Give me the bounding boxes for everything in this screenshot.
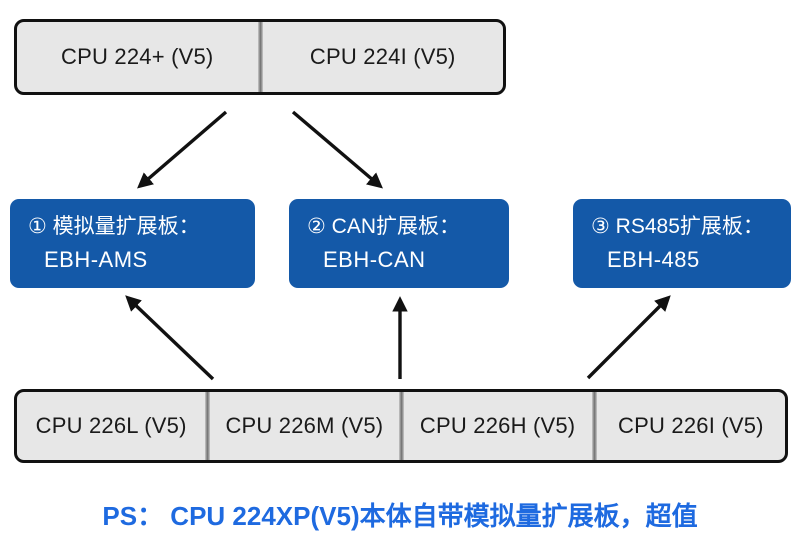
cell-divider [205,392,211,460]
arrow-cpu226-to-board1-icon [125,295,215,381]
arrow-cpu224-to-board2-icon [291,110,383,189]
cpu-cell-224i: CPU 224I (V5) [309,44,456,69]
cpu-cell-226i: CPU 226I (V5) [618,413,764,438]
board-ebh-ams: ① 模拟量扩展板： EBH-AMS [10,199,255,288]
cpu-cell-226h: CPU 226H (V5) [419,413,576,438]
board-ebh-can: ② CAN扩展板： EBH-CAN [289,199,509,288]
board-title: ③ RS485扩展板： [591,215,764,238]
board-ebh-485: ③ RS485扩展板： EBH-485 [573,199,791,288]
cell-divider [257,22,263,92]
board-model: EBH-CAN [323,247,426,272]
cpu-cell-226l: CPU 226L (V5) [35,413,187,438]
board-title: ② CAN扩展板： [307,215,460,238]
cell-divider [398,392,404,460]
cpu-224-group-box: CPU 224+ (V5) CPU 224I (V5) [14,19,506,95]
ps-note: PS： CPU 224XP(V5)本体自带模拟量扩展板，超值 [102,501,698,531]
cpu-226-group-box: CPU 226L (V5) CPU 226M (V5) CPU 226H (V5… [14,389,788,463]
cpu-cell-226m: CPU 226M (V5) [225,413,384,438]
arrow-cpu224-to-board1-icon [137,110,228,189]
board-title: ① 模拟量扩展板： [28,215,200,238]
cpu-cell-224plus: CPU 224+ (V5) [61,44,214,69]
board-model: EBH-485 [607,247,700,272]
cell-divider [591,392,597,460]
board-model: EBH-AMS [44,247,148,272]
arrow-cpu226-to-board3-icon [586,295,671,380]
